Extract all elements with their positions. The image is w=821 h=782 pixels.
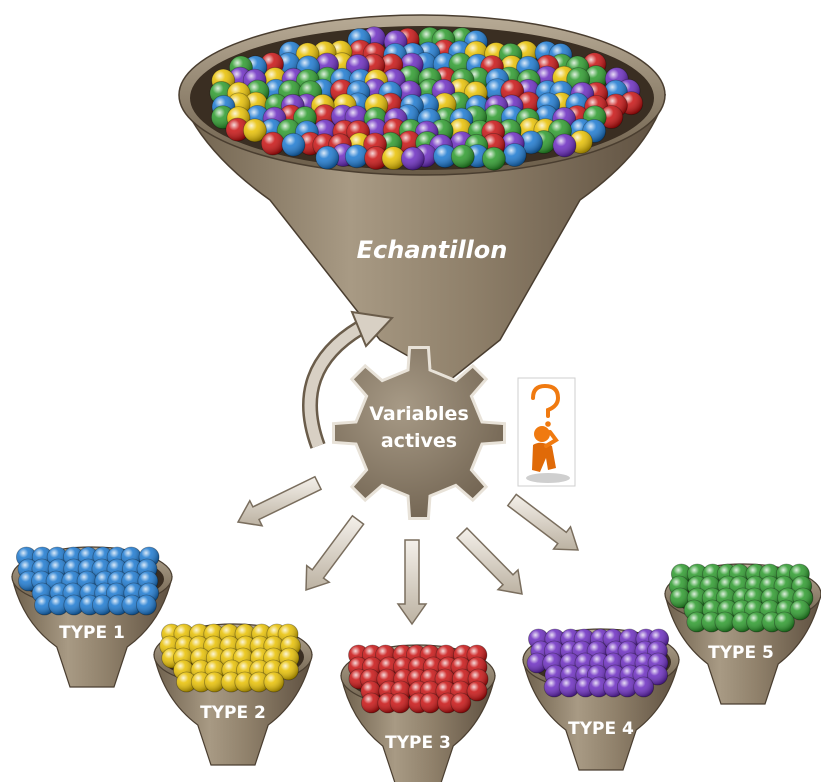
ball [63, 594, 85, 616]
gear-icon: Variables actives [332, 346, 506, 520]
gear-label-line2: actives [381, 430, 457, 452]
ball [263, 671, 285, 693]
ball [344, 144, 369, 169]
type-funnel-balls [159, 623, 301, 693]
ball [519, 130, 543, 155]
ball [789, 563, 810, 585]
ball [731, 611, 753, 633]
ball [176, 671, 197, 693]
gear-label-line1: Variables [369, 403, 469, 425]
ball [260, 131, 285, 156]
ball [599, 105, 624, 129]
ball [502, 143, 527, 167]
ball [136, 594, 157, 616]
ball [633, 676, 655, 698]
ball [315, 145, 340, 170]
ball [588, 676, 610, 698]
arrow-icon [305, 514, 365, 592]
main-funnel: Echantillon [178, 14, 666, 381]
ball [558, 676, 580, 698]
type-funnels: TYPE 1 TYPE 2 TYPE 3 TYPE 4 TYPE 5 [11, 546, 821, 782]
arrow-icon [506, 493, 580, 551]
ball [450, 144, 475, 169]
type-funnel-3: TYPE 3 [340, 644, 496, 782]
type-funnel-5: TYPE 5 [664, 563, 821, 705]
ball [48, 594, 70, 616]
type-funnel-2: TYPE 2 [153, 623, 313, 766]
ball [419, 692, 441, 714]
ball [543, 676, 565, 698]
ball [400, 146, 425, 171]
type-label-2: TYPE 2 [200, 703, 266, 723]
ball [789, 599, 811, 621]
ball [516, 91, 541, 116]
ball [389, 692, 411, 714]
arrow-icon [455, 527, 523, 595]
ball [433, 144, 457, 169]
ball [466, 680, 488, 702]
ball [603, 676, 624, 698]
ball [381, 146, 406, 170]
ball [552, 133, 577, 158]
type-funnel-balls [15, 546, 160, 616]
ball [34, 594, 55, 616]
ball [278, 659, 299, 681]
type-label-3: TYPE 3 [385, 733, 451, 753]
type-funnel-4: TYPE 4 [522, 628, 680, 771]
ball [91, 594, 113, 616]
type-funnel-1: TYPE 1 [11, 546, 173, 688]
ball [616, 676, 638, 698]
distribution-arrows [236, 475, 580, 626]
type-funnel-balls [526, 628, 670, 698]
ball [714, 611, 736, 633]
type-funnel-balls [668, 563, 814, 633]
ball [364, 146, 388, 170]
type-label-5: TYPE 5 [708, 643, 774, 663]
ball [481, 146, 506, 171]
arrow-icon [396, 539, 428, 626]
type-funnel-balls [347, 644, 489, 714]
ball [225, 117, 250, 142]
ball [281, 132, 306, 157]
ball [774, 611, 795, 633]
cycle-arrow-icon [302, 310, 395, 449]
main-funnel-label: Echantillon [357, 236, 508, 264]
ball [450, 692, 472, 714]
main-funnel-balls [209, 26, 644, 171]
ball [686, 611, 708, 633]
ball [248, 671, 270, 693]
ball [360, 692, 382, 714]
type-label-1: TYPE 1 [59, 623, 125, 643]
ball [107, 594, 129, 616]
type-label-4: TYPE 4 [568, 719, 634, 739]
ball [647, 664, 668, 686]
question-thinker-icon [517, 377, 576, 487]
ball [242, 118, 267, 143]
arrow-icon [236, 475, 323, 527]
